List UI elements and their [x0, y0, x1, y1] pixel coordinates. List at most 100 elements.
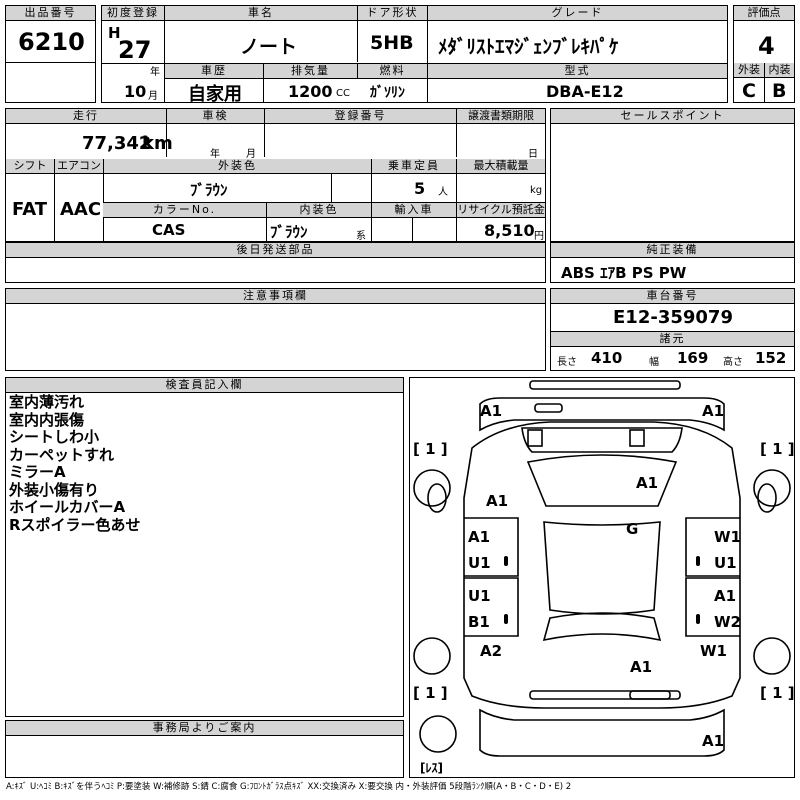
- mark-spare: [ﾚｽ]: [420, 761, 443, 775]
- body-outline: [463, 421, 741, 709]
- mark-door-rr-b: W2: [714, 613, 741, 631]
- inspection-label: 車検: [166, 109, 264, 124]
- intcolor-unit: 系: [356, 231, 366, 242]
- load-unit: kg: [530, 185, 543, 196]
- recycle-fee: 8,510: [484, 221, 535, 240]
- exterior-color: ﾌﾞﾗｳﾝ: [190, 181, 228, 199]
- height: 152: [755, 349, 787, 367]
- height-label: 高さ: [723, 357, 743, 368]
- door-handle: [696, 556, 700, 566]
- equipment: ABS ｴｱB PS PW: [561, 264, 687, 282]
- insp-month-unit: 月: [246, 149, 256, 160]
- mark-door-fr-a: W1: [714, 528, 741, 546]
- shift: FAT: [12, 199, 48, 220]
- roof: [526, 454, 678, 507]
- mark-rear-bumper: A1: [702, 732, 724, 750]
- parts-label: 後日発送部品: [6, 243, 545, 258]
- reg-year: 27: [118, 36, 152, 64]
- inspector-note: シートしわ小: [9, 428, 100, 446]
- vehicle-summary: 初度登録 車名 ドア形状 グレード H 27 年 ノート 5HB ﾒﾀﾞﾘｽﾄｴ…: [101, 5, 728, 105]
- rear-window: [542, 612, 662, 642]
- model-code: DBA-E12: [546, 82, 624, 101]
- door-handle: [504, 614, 508, 624]
- ext-label: 外装: [734, 63, 764, 78]
- model-label: 型式: [427, 63, 727, 79]
- equipment-box: 純正装備 ABS ｴｱB PS PW: [550, 242, 795, 283]
- grade-label: グレード: [427, 6, 727, 21]
- mark-quarter-rl: A2: [480, 642, 502, 660]
- mark-front-bumper-left: A1: [480, 402, 502, 420]
- lot-label: 出品番号: [6, 6, 95, 21]
- vehicle-history: 自家用: [188, 84, 242, 105]
- rear-bumper: [479, 708, 725, 757]
- windshield: [521, 427, 683, 453]
- regno-label: 登録番号: [264, 109, 456, 124]
- mark-door-rl-b: B1: [468, 613, 490, 631]
- car-diagram-svg: A1 A1 [ 1 ] [ 1 ] A1 A1 G A1 U1 W1 U1 U1…: [413, 380, 794, 775]
- legend: A:ｷｽﾞ U:ﾍｺﾐ B:ｷｽﾞを伴うﾍｺﾐ P:要塗装 W:補修跡 S:錆 …: [6, 782, 572, 792]
- door-handle: [696, 614, 700, 624]
- wheel-front-left: [413, 469, 451, 507]
- spare-tire: [419, 715, 457, 753]
- caution-box: 注意事項欄: [5, 288, 546, 371]
- top-info-panel: 出品番号 6210 初度登録 車名 ドア形状 グレード H 27 年 ノート 5…: [5, 5, 795, 105]
- mark-roof: G: [626, 520, 638, 538]
- length-label: 長さ: [557, 357, 577, 368]
- mark-trunk: A1: [630, 658, 652, 676]
- door-right-front: [685, 517, 740, 577]
- details-panel: 走行 車検 登録番号 譲渡書類期限 77,342 km 年 月 日 シフト エア…: [5, 108, 546, 242]
- ac-label: エアコン: [54, 159, 103, 174]
- inspector-note: カーペットすれ: [9, 445, 115, 464]
- fuel: ｶﾞｿﾘﾝ: [370, 85, 405, 101]
- mark-door-fr-b: U1: [714, 554, 737, 572]
- rear-plate: [629, 690, 671, 700]
- door-handle: [504, 556, 508, 566]
- capacity-unit: 人: [438, 187, 448, 198]
- disp-label: 排気量: [263, 63, 357, 79]
- wheel-rear-right: [753, 637, 791, 675]
- int-grade: B: [772, 80, 787, 102]
- front-bumper-top: [529, 380, 681, 390]
- mark-fender-fl: A1: [486, 492, 508, 510]
- sales-label: セールスポイント: [551, 109, 794, 124]
- inspector-note: ミラーA: [9, 463, 66, 481]
- door-left-rear: [464, 577, 519, 637]
- mark-quarter-rr: W1: [700, 642, 727, 660]
- office-box: 事務局よりご案内: [5, 720, 404, 778]
- mark-front-bumper-right: A1: [702, 402, 724, 420]
- sales-point-box: セールスポイント: [550, 108, 795, 242]
- month-unit: 月: [148, 91, 158, 102]
- recycle-label: リサイクル預託金: [456, 202, 545, 218]
- color-label: 外装色: [103, 159, 371, 174]
- mark-wheel-fr: [ 1 ]: [760, 440, 794, 458]
- transfer-label: 譲渡書類期限: [456, 109, 545, 124]
- reg-label: 初度登録: [102, 6, 164, 21]
- reg-month: 10: [124, 82, 147, 101]
- transfer-day-unit: 日: [528, 149, 538, 160]
- mileage: 77,342: [82, 133, 152, 154]
- door-type: 5HB: [370, 32, 414, 54]
- door-left-front: [464, 517, 519, 577]
- air-conditioner: AAC: [60, 199, 102, 220]
- history-label: 車歴: [164, 63, 263, 79]
- inspector-note: 室内内張傷: [9, 410, 85, 429]
- shift-label: シフト: [6, 159, 54, 174]
- name-label: 車名: [164, 6, 357, 21]
- cabin: [543, 521, 661, 615]
- spec-label: 諸元: [551, 331, 794, 347]
- score-box: 評価点 4 外装 内装 C B: [733, 5, 795, 103]
- door-right-rear: [685, 577, 740, 637]
- inspector-note: 外装小傷有り: [9, 480, 100, 499]
- inspector-note: ホイールカバーA: [9, 498, 126, 516]
- inspector-notes: 室内薄汚れ 室内内張傷 シートしわ小 カーペットすれ ミラーA 外装小傷有り ホ…: [9, 393, 141, 534]
- inspector-box: 検査員記入欄 室内薄汚れ 室内内張傷 シートしわ小 カーペットすれ ミラーA 外…: [5, 377, 404, 717]
- mileage-label: 走行: [6, 109, 166, 124]
- fuel-label: 燃料: [357, 63, 427, 79]
- chassis-label: 車台番号: [551, 289, 794, 304]
- mark-door-fl-b: U1: [468, 554, 491, 572]
- inspector-label: 検査員記入欄: [6, 378, 403, 393]
- displacement: 1200: [288, 82, 333, 101]
- rear-bumper-top: [529, 690, 681, 700]
- import-label: 輸入車: [371, 202, 456, 218]
- reg-era: H: [108, 24, 121, 42]
